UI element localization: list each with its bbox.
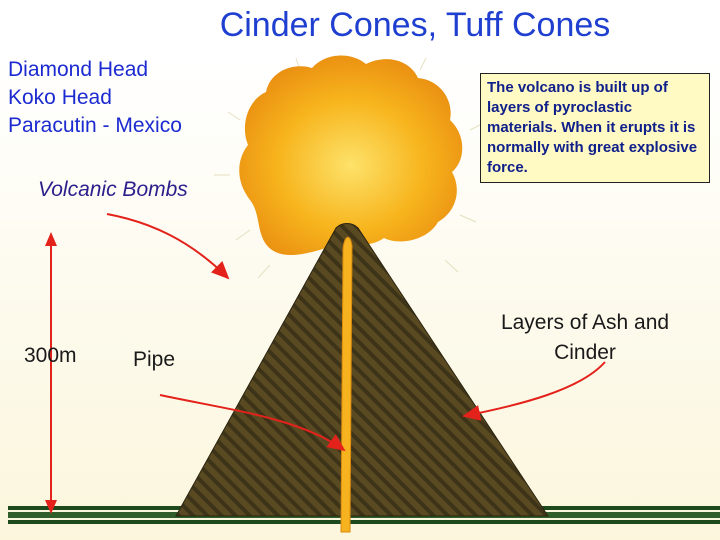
- volcano-pipe: [340, 236, 353, 533]
- example-item: Koko Head: [8, 86, 112, 109]
- example-item: Paracutin - Mexico: [8, 114, 182, 137]
- ground-layer: [8, 520, 720, 524]
- layers-arrow: [462, 361, 606, 421]
- volcanic-bombs-label: Volcanic Bombs: [38, 178, 188, 201]
- height-arrow-bottom-head: [45, 500, 57, 514]
- example-item: Diamond Head: [8, 58, 149, 81]
- pipe-label: Pipe: [133, 348, 176, 371]
- volcano-cone: [175, 223, 549, 517]
- examples-list: Diamond Head Koko Head Paracutin - Mexic…: [8, 56, 182, 140]
- bombs-arrow: [106, 213, 230, 280]
- pipe-arrow: [159, 394, 346, 452]
- info-box: The volcano is built up of layers of pyr…: [480, 73, 710, 183]
- eruption-cloud: [239, 55, 463, 256]
- height-label: 300m: [24, 344, 77, 367]
- height-arrow-top-head: [45, 232, 57, 246]
- page-title: Cinder Cones, Tuff Cones: [219, 6, 611, 44]
- layers-label: Layers of Ash and Cinder: [500, 311, 670, 364]
